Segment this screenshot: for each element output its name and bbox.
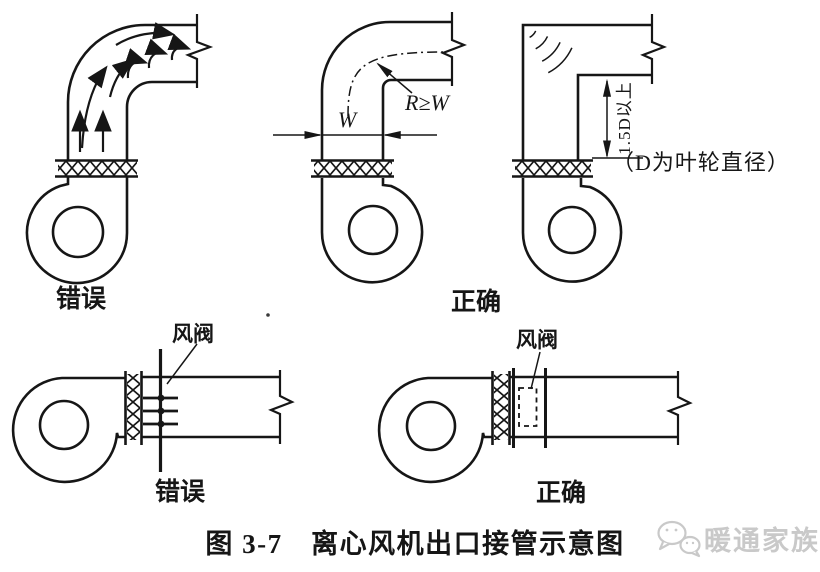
flow-separation-arcs (529, 30, 573, 74)
label-diameter-note: （D为叶轮直径） (612, 150, 790, 175)
label-damper-correct: 风阀 (516, 328, 558, 352)
diagram-damper-correct: 风阀 正确 (377, 328, 693, 507)
duct-elbow-inner-wall (381, 78, 452, 160)
fan-volute (25, 177, 129, 285)
label-outlet-distance: 1.5D以上 (615, 81, 634, 155)
distance-dimension: 1.5D以上 （D为叶轮直径） (592, 78, 790, 175)
label-duct-width: W (338, 107, 358, 132)
duct-break-symbol (640, 14, 667, 84)
diagram-elbow-wrong: 错误 (25, 14, 214, 313)
fan-inlet-eye (547, 205, 597, 255)
damper-frame (512, 368, 547, 448)
duct-elbow-outer-wall (320, 20, 452, 160)
radius-callout: R≥W (376, 62, 451, 115)
flex-connector (491, 371, 511, 445)
diagram-elbow-correct: W R≥W 正确 (273, 12, 501, 316)
label-damper-wrong: 风阀 (172, 322, 214, 346)
label-wrong-top: 错误 (56, 285, 107, 313)
duct-inner-wall (576, 73, 652, 160)
duct-break-symbol (666, 371, 693, 445)
flex-connector (124, 371, 143, 445)
fan-inlet-eye (38, 399, 90, 451)
watermark: 暖通家族 (657, 520, 820, 558)
turbulence-arrows (71, 22, 192, 152)
flex-connector (311, 159, 394, 178)
bend-centerline-dashed (347, 51, 444, 117)
print-speck (266, 313, 270, 317)
fan-inlet-eye (405, 400, 457, 452)
watermark-brand-text: 暖通家族 (704, 525, 820, 556)
damper-leader-line (166, 343, 198, 385)
flex-connector (55, 159, 138, 178)
duct-outer-wall (521, 23, 652, 160)
fan-inlet-eye (347, 204, 399, 256)
label-correct-top: 正确 (451, 287, 501, 316)
wechat-bubbles-icon (657, 520, 701, 558)
fan-volute (320, 178, 424, 284)
fan-volute (11, 376, 125, 484)
duct-elbow-inner-wall (125, 80, 197, 160)
label-correct-bottom: 正确 (536, 478, 586, 507)
figure-caption: 图 3-7 离心风机出口接管示意图 (205, 528, 624, 559)
diagram-damper-wrong: 风阀 错误 (11, 322, 295, 506)
fan-volute (377, 376, 492, 484)
duct-break-symbol (268, 370, 295, 444)
damper-blade-open-dashed (518, 387, 538, 427)
label-bend-radius: R≥W (404, 90, 451, 115)
fan-volute (521, 178, 623, 283)
flex-connector (512, 159, 593, 178)
fan-inlet-eye (51, 205, 105, 259)
width-dimension: W (273, 107, 437, 140)
duct-break-symbol (185, 14, 214, 88)
multi-blade-damper (143, 349, 178, 472)
label-wrong-bottom: 错误 (155, 478, 206, 506)
damper-leader-line (530, 351, 541, 390)
duct-elbow-outer-wall (66, 23, 197, 160)
duct-break-symbol (440, 12, 467, 86)
diagram-straight-run-correct: 1.5D以上 （D为叶轮直径） (512, 14, 790, 283)
